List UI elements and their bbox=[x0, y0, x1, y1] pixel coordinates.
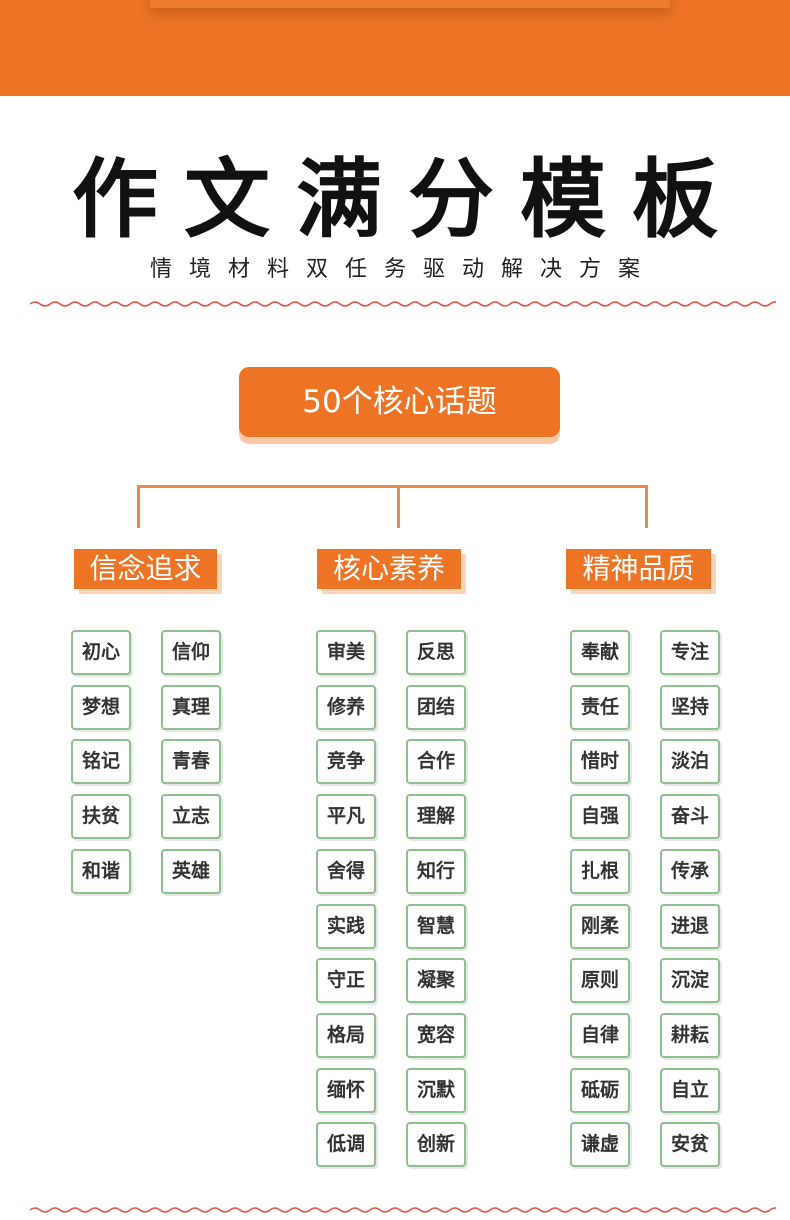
topic-tag[interactable]: 真理 bbox=[161, 685, 221, 730]
tree-connector-right bbox=[645, 485, 648, 528]
topic-tag[interactable]: 缅怀 bbox=[316, 1068, 376, 1113]
page-subtitle: 情境材料双任务驱动解决方案 bbox=[149, 257, 657, 282]
topic-tag[interactable]: 扶贫 bbox=[71, 794, 131, 839]
topic-tag[interactable]: 沉默 bbox=[406, 1068, 466, 1113]
topic-tag[interactable]: 进退 bbox=[660, 904, 720, 949]
topic-tag[interactable]: 铭记 bbox=[71, 739, 131, 784]
topic-tag[interactable]: 沉淀 bbox=[660, 958, 720, 1003]
core-topics-button[interactable]: 50个核心话题 bbox=[239, 367, 560, 437]
topic-tag[interactable]: 青春 bbox=[161, 739, 221, 784]
topic-tag[interactable]: 谦虚 bbox=[570, 1122, 630, 1167]
topic-tag[interactable]: 立志 bbox=[161, 794, 221, 839]
banner-shelf bbox=[150, 0, 670, 8]
topic-tag[interactable]: 格局 bbox=[316, 1013, 376, 1058]
topic-tag[interactable]: 砥砺 bbox=[570, 1068, 630, 1113]
topic-tag[interactable]: 传承 bbox=[660, 849, 720, 894]
topic-tag[interactable]: 淡泊 bbox=[660, 739, 720, 784]
topic-tag[interactable]: 修养 bbox=[316, 685, 376, 730]
topic-tag[interactable]: 自强 bbox=[570, 794, 630, 839]
category-label-spirit: 精神品质 bbox=[566, 549, 711, 589]
topic-tag[interactable]: 奉献 bbox=[570, 630, 630, 675]
topic-tag[interactable]: 原则 bbox=[570, 958, 630, 1003]
topic-tag[interactable]: 团结 bbox=[406, 685, 466, 730]
tree-connector-center bbox=[397, 485, 400, 528]
topic-tag[interactable]: 扎根 bbox=[570, 849, 630, 894]
topic-tag[interactable]: 自律 bbox=[570, 1013, 630, 1058]
topic-tag[interactable]: 刚柔 bbox=[570, 904, 630, 949]
topic-tag[interactable]: 守正 bbox=[316, 958, 376, 1003]
topic-tag[interactable]: 审美 bbox=[316, 630, 376, 675]
topic-tag[interactable]: 合作 bbox=[406, 739, 466, 784]
wave-divider-bottom bbox=[30, 1207, 776, 1213]
topic-tag[interactable]: 自立 bbox=[660, 1068, 720, 1113]
topic-tag[interactable]: 知行 bbox=[406, 849, 466, 894]
tree-connector-left bbox=[137, 485, 140, 528]
topic-tag[interactable]: 创新 bbox=[406, 1122, 466, 1167]
tree-connector-horizontal bbox=[137, 485, 648, 488]
topic-tag[interactable]: 平凡 bbox=[316, 794, 376, 839]
topic-tag[interactable]: 惜时 bbox=[570, 739, 630, 784]
topic-tag[interactable]: 耕耘 bbox=[660, 1013, 720, 1058]
topic-tag[interactable]: 低调 bbox=[316, 1122, 376, 1167]
category-label-faith: 信念追求 bbox=[74, 549, 217, 589]
topic-tag[interactable]: 凝聚 bbox=[406, 958, 466, 1003]
topic-tag[interactable]: 专注 bbox=[660, 630, 720, 675]
topic-tag[interactable]: 智慧 bbox=[406, 904, 466, 949]
topic-tag[interactable]: 宽容 bbox=[406, 1013, 466, 1058]
topic-tag[interactable]: 反思 bbox=[406, 630, 466, 675]
topic-tag[interactable]: 梦想 bbox=[71, 685, 131, 730]
topic-tag[interactable]: 舍得 bbox=[316, 849, 376, 894]
topic-tag[interactable]: 信仰 bbox=[161, 630, 221, 675]
topic-tag[interactable]: 坚持 bbox=[660, 685, 720, 730]
category-label-literacy: 核心素养 bbox=[317, 549, 461, 589]
topic-tag[interactable]: 理解 bbox=[406, 794, 466, 839]
topic-tag[interactable]: 责任 bbox=[570, 685, 630, 730]
topic-tag[interactable]: 安贫 bbox=[660, 1122, 720, 1167]
topic-tag[interactable]: 实践 bbox=[316, 904, 376, 949]
page-title: 作文满分模板 bbox=[72, 150, 744, 250]
top-banner bbox=[0, 0, 790, 96]
topic-tag[interactable]: 和谐 bbox=[71, 849, 131, 894]
topic-tag[interactable]: 竞争 bbox=[316, 739, 376, 784]
topic-tag[interactable]: 英雄 bbox=[161, 849, 221, 894]
topic-tag[interactable]: 奋斗 bbox=[660, 794, 720, 839]
wave-divider-top bbox=[30, 301, 776, 307]
topic-tag[interactable]: 初心 bbox=[71, 630, 131, 675]
